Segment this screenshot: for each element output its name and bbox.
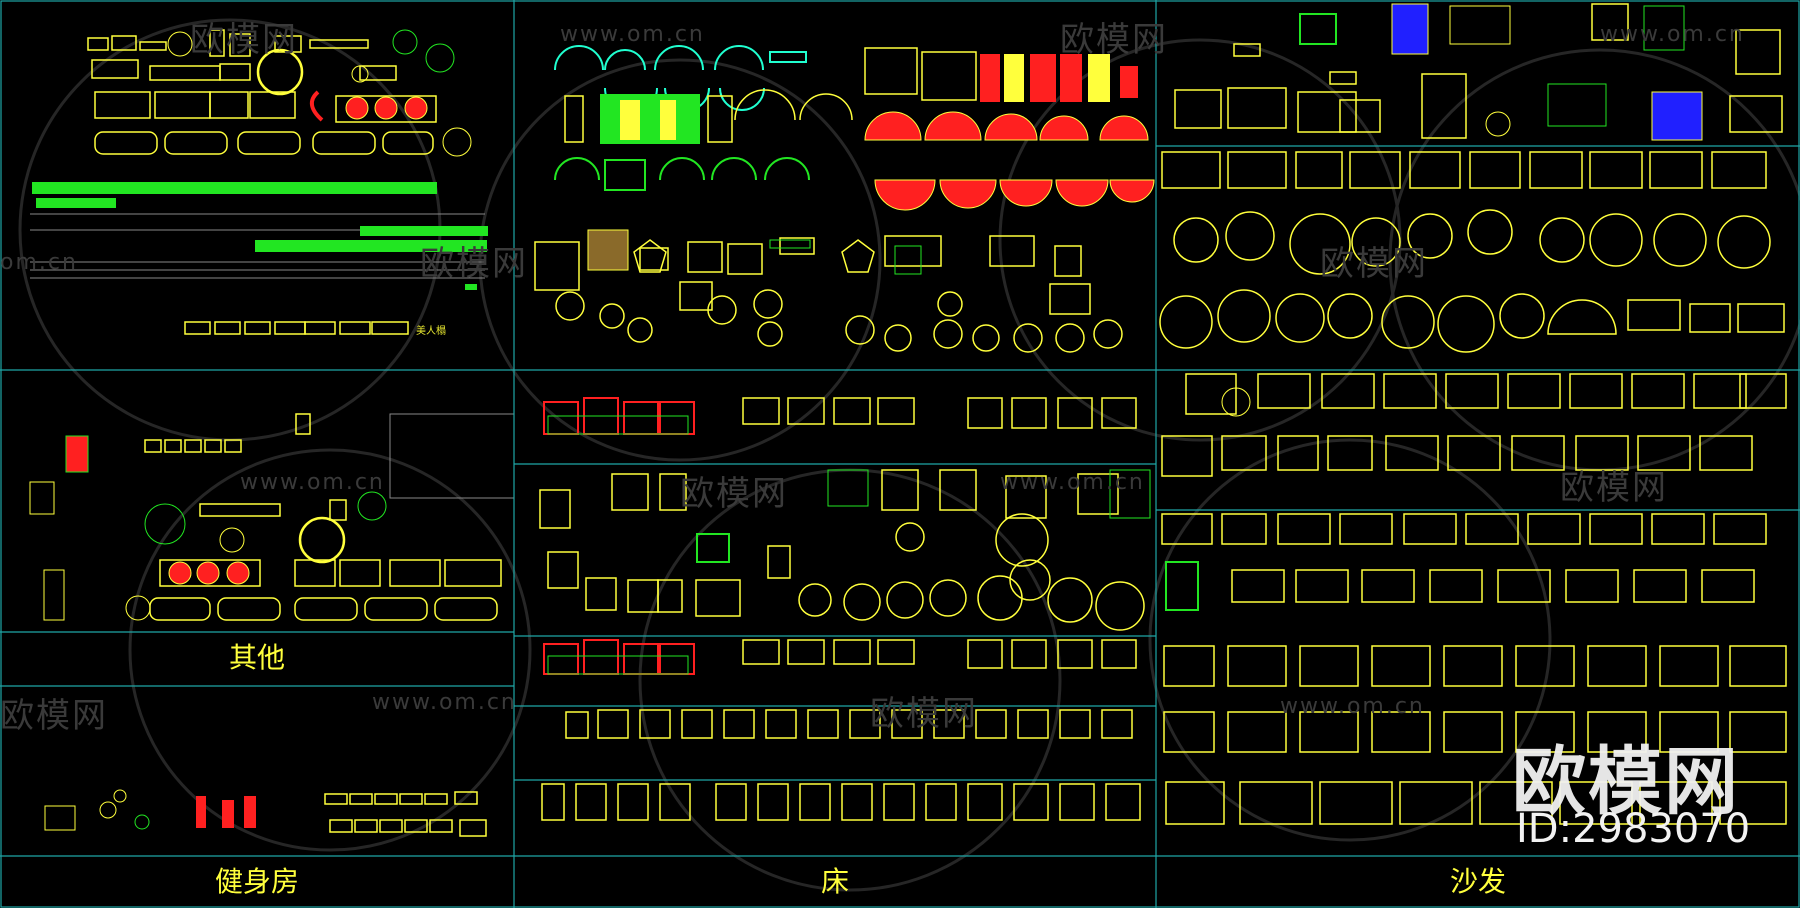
watermark-url-7: om.cn bbox=[0, 250, 78, 275]
watermark-brand-6: 欧模网 bbox=[1560, 468, 1668, 508]
watermark-url-3: www.om.cn bbox=[1000, 470, 1145, 495]
panel-beds-content bbox=[539, 397, 1151, 821]
watermark-url-2: www.om.cn bbox=[1600, 22, 1745, 47]
panel-jianshenfang-content bbox=[44, 789, 487, 837]
panel-qita-bottom-content bbox=[29, 413, 515, 621]
panel-stairs-content bbox=[534, 45, 1155, 353]
watermark-brand-7: 欧模网 bbox=[0, 696, 108, 736]
watermark-brand-1: 欧模网 bbox=[190, 20, 298, 60]
section-label-chuang: 床 bbox=[820, 865, 849, 898]
watermark-url-1: www.om.cn bbox=[560, 22, 705, 47]
section-label-shafa: 沙发 bbox=[1449, 865, 1506, 898]
watermark-url-4: www.om.cn bbox=[372, 690, 517, 715]
watermark-url-5: www.om.cn bbox=[1280, 694, 1425, 719]
watermark-brand-3: 欧模网 bbox=[420, 244, 528, 284]
section-label-jianshenfang: 健身房 bbox=[214, 865, 299, 898]
panel-qita-top-content bbox=[30, 29, 488, 335]
watermark-brand-4: 欧模网 bbox=[1320, 244, 1428, 284]
brand-watermark-id: ID:2983070 bbox=[1516, 806, 1751, 852]
section-label-qita: 其他 bbox=[228, 641, 285, 674]
watermark-url-6: www.om.cn bbox=[240, 470, 385, 495]
brand-watermark-logo: 欧模网 bbox=[1512, 739, 1740, 825]
panel-sofas-content bbox=[1159, 3, 1787, 825]
sofa-grid bbox=[1161, 373, 1787, 825]
watermark-brand-2: 欧模网 bbox=[1060, 20, 1168, 60]
meirenkao-label: 美人榻 bbox=[416, 326, 446, 337]
watermark-brand-8: 欧模网 bbox=[870, 694, 978, 734]
watermark-brand-5: 欧模网 bbox=[680, 474, 788, 514]
